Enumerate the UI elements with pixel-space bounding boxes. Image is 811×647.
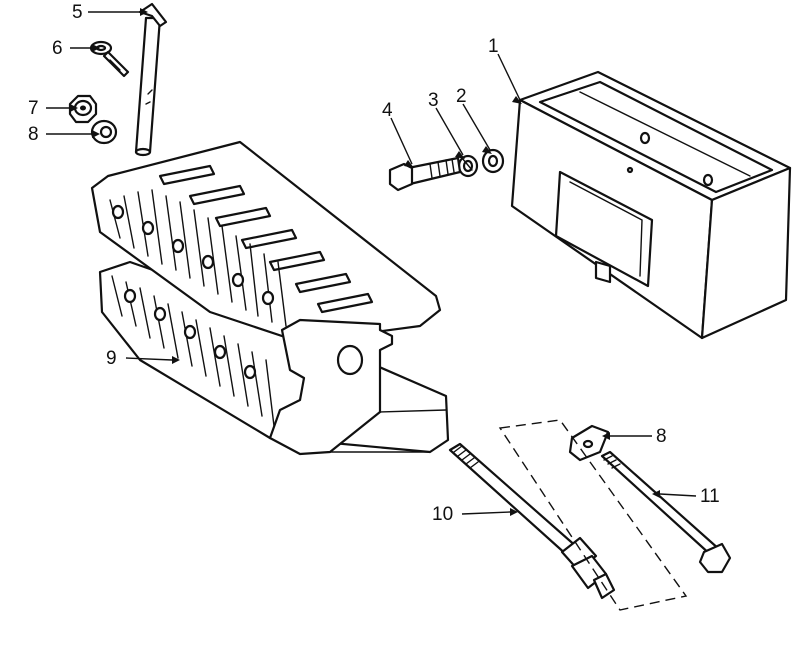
callout-8-lower: 8 [656,426,667,447]
callout-7: 7 [28,98,39,119]
part-4-cap-screw [388,156,462,192]
alignment-dashed-outline [498,419,688,611]
part-1-weight-bracket [510,70,792,340]
callout-leaders [46,8,697,516]
part-10-tie-rod [448,442,616,600]
callout-1: 1 [488,36,499,57]
callout-labels: 1 2 3 4 5 6 7 8 8 9 10 11 [28,2,720,525]
part-8-washer-upper [90,119,118,145]
callout-6: 6 [52,38,63,59]
callout-4: 4 [382,100,393,121]
part-7-nut [68,94,98,124]
callout-10: 10 [432,504,453,525]
callout-8-upper: 8 [28,124,39,145]
callout-5: 5 [72,2,83,23]
callout-3: 3 [428,90,439,111]
part-11-bolt [600,450,732,574]
part-9-weight-stack [90,140,450,456]
part-2-washer [481,148,505,174]
part-3-lock-washer [457,154,479,178]
part-8-washer-lower [568,424,610,462]
callout-2: 2 [456,86,467,107]
callout-9: 9 [106,348,117,369]
part-5-pin [134,2,168,157]
callout-11: 11 [700,486,720,507]
